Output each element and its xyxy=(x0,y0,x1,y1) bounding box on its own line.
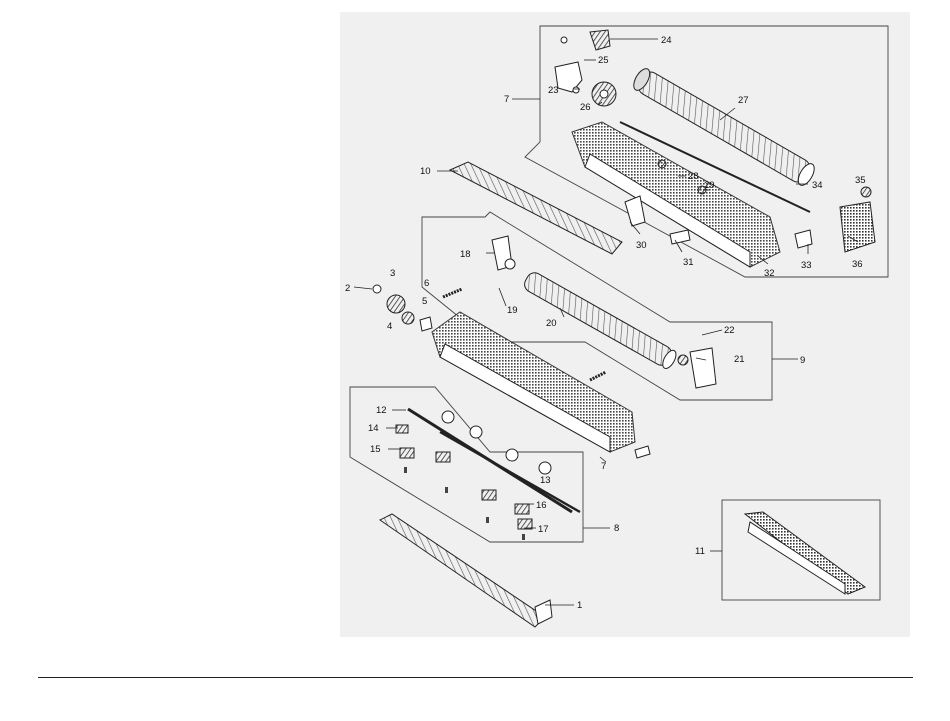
exit-guide-cover-end xyxy=(535,600,552,624)
plate-part xyxy=(670,230,690,244)
callout-12: 12 xyxy=(376,405,387,416)
callout-33: 33 xyxy=(801,260,812,271)
callout-35: 35 xyxy=(855,175,866,186)
callout-26: 26 xyxy=(580,102,591,113)
screw-part xyxy=(561,37,567,43)
callout-10: 10 xyxy=(420,166,431,177)
callout-28: 28 xyxy=(688,171,699,182)
callout-1: 1 xyxy=(577,600,582,611)
callout-9: 9 xyxy=(800,355,805,366)
spring-part xyxy=(590,372,606,380)
callout-25: 25 xyxy=(598,55,609,66)
callout-5: 5 xyxy=(422,296,427,307)
callout-19: 19 xyxy=(507,305,518,316)
callout-16: 16 xyxy=(536,500,547,511)
callout-15: 15 xyxy=(370,444,381,455)
clip-part xyxy=(420,317,432,331)
callout-22: 22 xyxy=(724,325,735,336)
callout-29: 29 xyxy=(704,180,715,191)
spring-part xyxy=(658,160,666,168)
callout-14: 14 xyxy=(368,423,379,434)
callout-11: 11 xyxy=(695,546,705,557)
callout-8: 8 xyxy=(614,523,619,534)
footer-rule xyxy=(38,677,913,678)
bearing-part xyxy=(678,355,688,365)
clip-part xyxy=(635,446,650,458)
callout-3: 3 xyxy=(390,268,395,279)
callout-2: 2 xyxy=(345,283,350,294)
guide-parts xyxy=(396,425,532,529)
bushing-part xyxy=(861,187,871,197)
callout-24: 24 xyxy=(661,35,672,46)
diagram-canvas: 24 25 23 26 27 7 10 28 29 34 35 30 31 32… xyxy=(340,12,910,637)
callout-30: 30 xyxy=(636,240,647,251)
exit-guide-cover-part xyxy=(380,514,545,627)
callout-23: 23 xyxy=(548,85,559,96)
callout-34: 34 xyxy=(812,180,823,191)
exploded-parts-diagram: 24 25 23 26 27 7 10 28 29 34 35 30 31 32… xyxy=(340,12,910,637)
callout-7-lower: 7 xyxy=(601,461,606,472)
callout-32: 32 xyxy=(764,268,775,279)
fuser-assembly-inset xyxy=(745,512,865,594)
bracket-part-right xyxy=(690,348,716,388)
callout-6: 6 xyxy=(424,278,429,289)
bearing-part xyxy=(505,259,515,269)
lever-part-upper xyxy=(590,30,610,50)
callout-4: 4 xyxy=(387,321,392,332)
gear-part-small xyxy=(387,295,405,313)
callout-17: 17 xyxy=(538,524,549,535)
callout-21: 21 xyxy=(734,354,745,365)
screw-part xyxy=(373,285,381,293)
screw-part xyxy=(573,87,579,93)
callout-18: 18 xyxy=(460,249,471,260)
clip-part xyxy=(795,230,812,248)
spring-parts xyxy=(404,467,525,540)
side-bracket-part xyxy=(840,202,875,252)
callout-7-upper: 7 xyxy=(504,94,509,105)
callout-36: 36 xyxy=(852,259,863,270)
callout-20: 20 xyxy=(546,318,557,329)
callout-13: 13 xyxy=(540,475,551,486)
callout-31: 31 xyxy=(683,257,694,268)
callout-27: 27 xyxy=(738,95,749,106)
exit-roller-shaft xyxy=(440,432,580,512)
gear-part-small xyxy=(402,312,414,324)
spring-part xyxy=(443,289,462,297)
gear-part xyxy=(592,82,616,106)
